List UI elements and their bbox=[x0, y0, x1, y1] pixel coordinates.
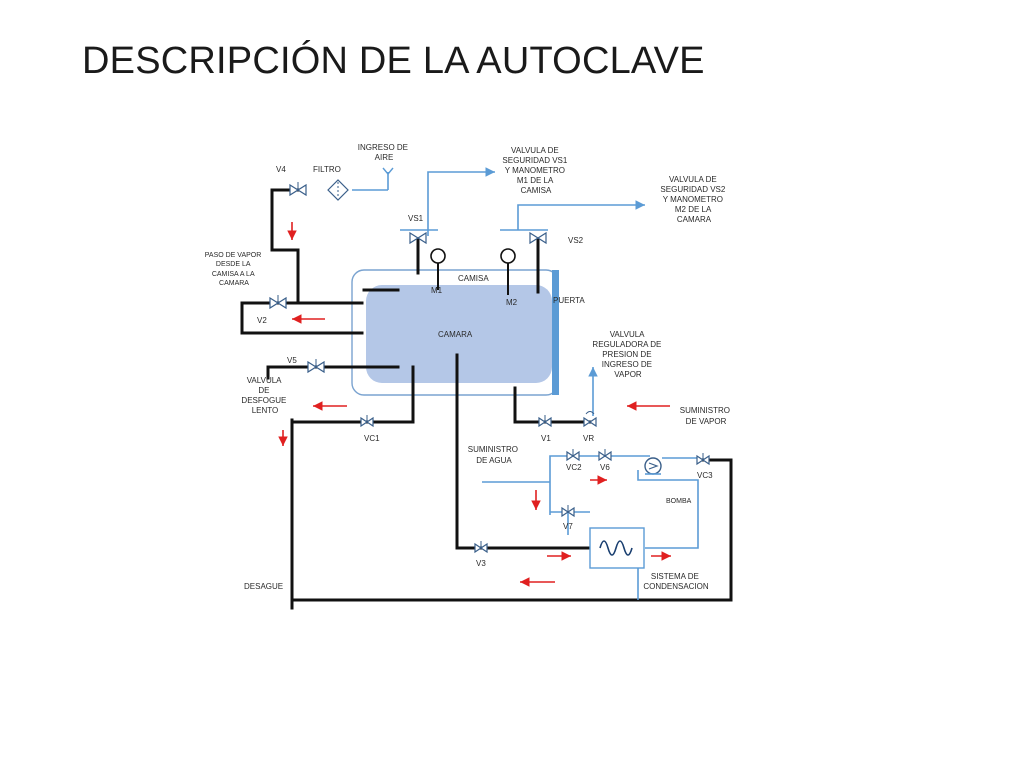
label-v4: V4 bbox=[276, 165, 286, 174]
label-paso-vapor: PASO DE VAPOR DESDE LA CAMISA A LA CAMAR… bbox=[205, 252, 264, 287]
label-vr: VR bbox=[583, 434, 594, 443]
valve-v6-icon bbox=[598, 449, 612, 462]
valve-v2-icon bbox=[269, 295, 287, 310]
label-vc2: VC2 bbox=[566, 463, 582, 472]
valves bbox=[269, 182, 710, 554]
label-desague: DESAGUE bbox=[244, 582, 283, 591]
label-v1: V1 bbox=[541, 434, 551, 443]
valve-vs1-icon bbox=[409, 231, 427, 245]
autoclave-vessel bbox=[351, 269, 559, 396]
label-camara: CAMARA bbox=[438, 330, 473, 339]
main-piping bbox=[240, 188, 733, 610]
gauge-m2-icon bbox=[500, 248, 516, 264]
label-suministro-agua: SUMINISTRO DE AGUA bbox=[468, 445, 520, 465]
diagram-labels: INGRESO DE AIRE FILTRO V4 VALVULA DE SEG… bbox=[205, 143, 732, 591]
valve-v1-icon bbox=[538, 415, 552, 428]
valve-v7-icon bbox=[561, 505, 575, 518]
label-suministro-vapor: SUMINISTRO DE VAPOR bbox=[680, 406, 732, 426]
label-camisa: CAMISA bbox=[458, 274, 489, 283]
label-sistema-condensacion: SISTEMA DE CONDENSACION bbox=[643, 572, 709, 591]
label-v2: V2 bbox=[257, 316, 267, 325]
label-reguladora: VALVULA REGULADORA DE PRESION DE INGRESO… bbox=[592, 330, 663, 379]
label-vs1: VS1 bbox=[408, 214, 424, 223]
label-vs2: VS2 bbox=[568, 236, 584, 245]
label-puerta: PUERTA bbox=[553, 296, 585, 305]
slide-title: DESCRIPCIÓN DE LA AUTOCLAVE bbox=[82, 40, 705, 82]
door bbox=[552, 270, 559, 395]
label-ingreso-aire: INGRESO DE AIRE bbox=[358, 143, 410, 162]
valve-v5-icon bbox=[307, 359, 325, 374]
blue-lines bbox=[327, 167, 700, 600]
condenser-coil bbox=[599, 540, 633, 556]
label-vc3: VC3 bbox=[697, 471, 713, 480]
label-m1: M1 bbox=[431, 286, 443, 295]
valve-vc3-icon bbox=[696, 453, 710, 466]
gauges bbox=[430, 248, 516, 295]
valve-vr-icon bbox=[583, 411, 597, 428]
valve-vc2-icon bbox=[566, 449, 580, 462]
condenser-box bbox=[589, 527, 645, 569]
label-vc1: VC1 bbox=[364, 434, 380, 443]
label-desfogue: VALVULA DE DESFOGUE LENTO bbox=[241, 376, 288, 415]
label-v5: V5 bbox=[287, 356, 297, 365]
flow-arrows bbox=[278, 222, 671, 587]
label-m2: M2 bbox=[506, 298, 518, 307]
valve-vc1-icon bbox=[360, 415, 374, 428]
label-v6: V6 bbox=[600, 463, 610, 472]
label-vs2-description: VALVULA DE SEGURIDAD VS2 Y MANOMETRO M2 … bbox=[660, 175, 727, 224]
label-bomba: BOMBA bbox=[666, 498, 692, 505]
chamber bbox=[366, 285, 552, 383]
gauge-m1-icon bbox=[430, 248, 446, 264]
valve-vs2-icon bbox=[529, 231, 547, 245]
valve-v3-icon bbox=[474, 541, 488, 554]
valve-v4-icon bbox=[289, 182, 307, 197]
label-v3: V3 bbox=[476, 559, 486, 568]
label-filtro: FILTRO bbox=[313, 165, 341, 174]
air-inlet-icon bbox=[382, 167, 394, 176]
label-v7: V7 bbox=[563, 522, 573, 531]
label-vs1-description: VALVULA DE SEGURIDAD VS1 Y MANOMETRO M1 … bbox=[502, 146, 569, 195]
